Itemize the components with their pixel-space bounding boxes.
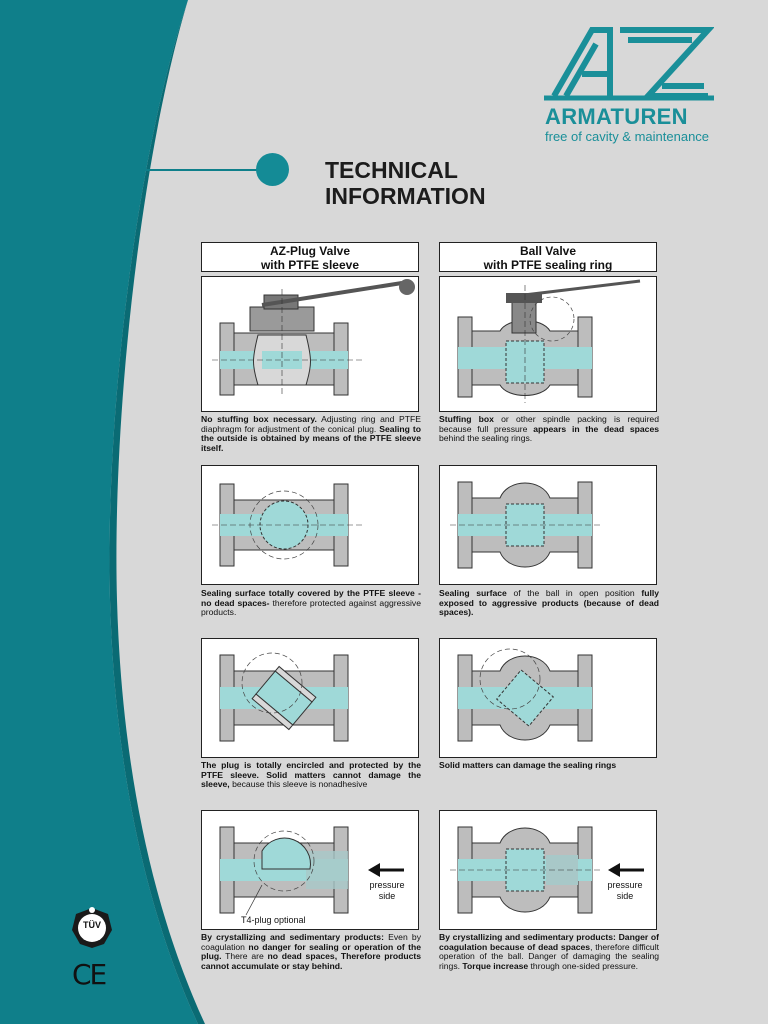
plug-valve-diagram-4 bbox=[201, 810, 419, 930]
caption-row3-right: Solid matters can damage the sealing rin… bbox=[439, 760, 617, 770]
t4-plug-label: T4-plug optional bbox=[241, 915, 306, 925]
brand-tagline: free of cavity & maintenance bbox=[545, 129, 710, 144]
plug-valve-diagram-1 bbox=[201, 276, 419, 412]
caption-row3-left: The plug is totally encircled and protec… bbox=[201, 760, 421, 790]
az-logo bbox=[544, 27, 714, 101]
caption-row2-right: Sealing surface of the ball in open posi… bbox=[439, 588, 659, 618]
title-connector-line bbox=[137, 169, 257, 171]
ball-valve-diagram-4 bbox=[439, 810, 657, 930]
caption-row1-left: No stuffing box necessary. Adjusting rin… bbox=[201, 414, 422, 453]
title-bullet-dot bbox=[256, 153, 289, 186]
plug-valve-diagram-3 bbox=[201, 638, 419, 758]
plug-valve-diagram-2 bbox=[201, 465, 419, 585]
caption-row4-right: By crystallizing and sedimentary product… bbox=[439, 932, 659, 971]
caption-row1-right: Stuffing box or other spindle packing is… bbox=[439, 414, 660, 444]
ball-valve-diagram-2 bbox=[439, 465, 657, 585]
ce-mark: CE bbox=[72, 958, 107, 991]
caption-row4-left: By crystallizing and sedimentary product… bbox=[201, 932, 421, 971]
ball-valve-diagram-3 bbox=[439, 638, 657, 758]
pressure-arrow-left bbox=[366, 862, 406, 883]
ball-valve-diagram-1 bbox=[439, 276, 657, 412]
tuv-certification-badge: TÜV ISO 9001 bbox=[70, 906, 114, 955]
pressure-arrow-right bbox=[606, 862, 646, 883]
caption-row2-left: Sealing surface totally covered by the P… bbox=[201, 588, 421, 618]
page-title: TECHNICAL INFORMATION bbox=[325, 157, 486, 209]
brand-name: ARMATUREN bbox=[545, 104, 688, 129]
